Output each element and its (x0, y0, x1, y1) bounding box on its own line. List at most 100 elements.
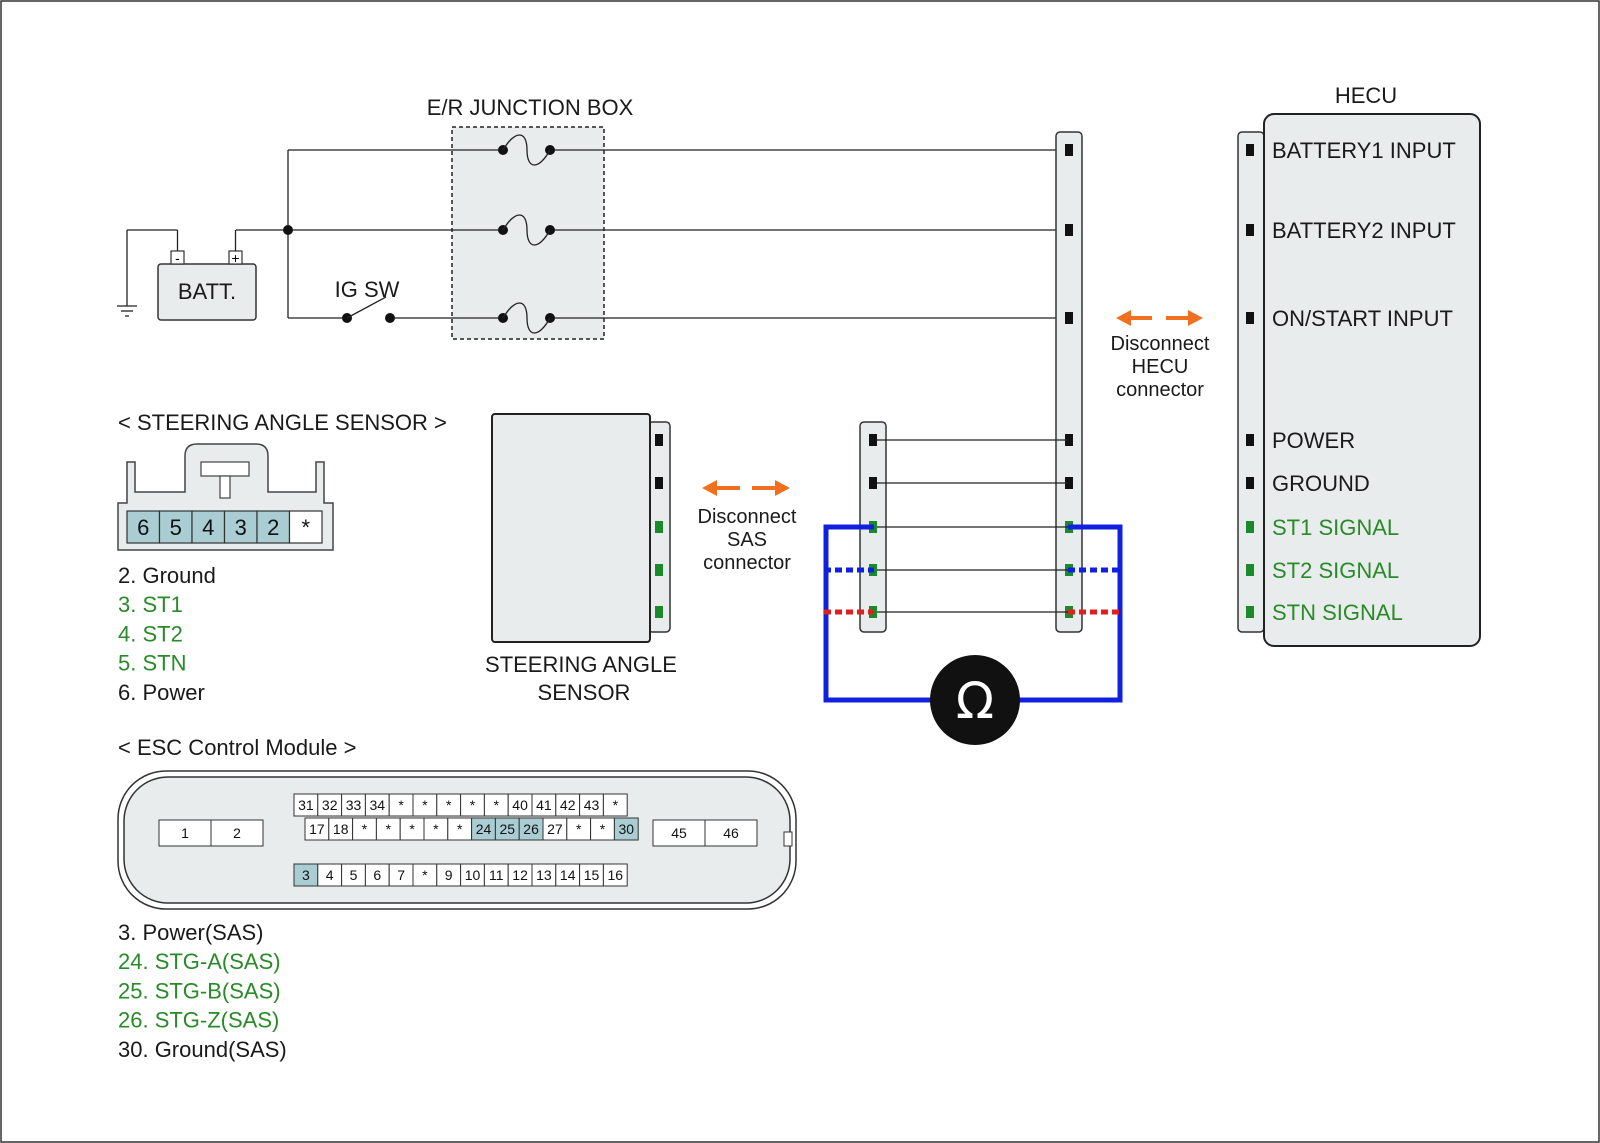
sas-connector-pin (256, 510, 291, 544)
harness-pin-marker (1065, 312, 1073, 324)
esc-pin-label: * (446, 797, 452, 813)
disconnect-hecu-line-3: connector (1116, 379, 1204, 401)
disconnect-sas-line-2: SAS (727, 529, 767, 551)
fuse-1 (498, 134, 555, 166)
esc-pin (602, 793, 628, 817)
esc-pin-label: * (386, 821, 392, 837)
esc-pin-label: 13 (536, 867, 552, 883)
sas-legend-item: 6. Power (118, 680, 205, 705)
disconnect-sas-label: Disconnect SAS connector (698, 506, 797, 574)
sas-block-pin-marker (655, 606, 663, 618)
harness-pin-marker (1065, 434, 1073, 446)
disconnect-sas-arrow (702, 480, 790, 496)
sas-legend-item: 3. ST1 (118, 592, 183, 617)
hecu-pin-label: POWER (1272, 428, 1355, 453)
sas-harness-pin-marker (869, 434, 877, 446)
disconnect-hecu-label: Disconnect HECU connector (1111, 333, 1210, 401)
esc-legend-item: 3. Power(SAS) (118, 920, 264, 945)
esc-legend-item: 24. STG-A(SAS) (118, 949, 281, 974)
esc-pin-label: 14 (560, 867, 576, 883)
junction-box-label: E/R JUNCTION BOX (427, 95, 634, 120)
ohm-symbol: Ω (956, 672, 994, 730)
sas-block-pin-marker (655, 564, 663, 576)
esc-pin-label: * (433, 821, 439, 837)
sas-legend-item: 2. Ground (118, 563, 216, 588)
esc-pin-label: 2 (233, 825, 241, 841)
esc-pin-label: 46 (723, 825, 739, 841)
ground-icon (117, 305, 137, 317)
esc-pin-label: 32 (322, 797, 338, 813)
esc-pin-label: 3 (302, 867, 310, 883)
sas-block-pin-marker (655, 477, 663, 489)
hecu-pin-label: STN SIGNAL (1272, 600, 1403, 625)
hecu-pin-label: ST2 SIGNAL (1272, 558, 1399, 583)
sas-legend-item: 5. STN (118, 651, 186, 676)
esc-pin-label: * (422, 867, 428, 883)
esc-pin-label: 7 (397, 867, 405, 883)
harness-pin-marker (1065, 477, 1073, 489)
esc-pin-label: 31 (298, 797, 314, 813)
sas-connector-pin-label: 4 (202, 515, 214, 540)
esc-pin-label: 5 (350, 867, 358, 883)
sas-connector-title: < STEERING ANGLE SENSOR > (118, 410, 447, 435)
sas-block-pin-marker (655, 434, 663, 446)
esc-pin (210, 819, 264, 847)
esc-pin-label: * (576, 821, 582, 837)
hecu-harness-connector (1055, 131, 1083, 633)
esc-pin-label: 4 (326, 867, 334, 883)
disconnect-hecu-line-1: Disconnect (1111, 333, 1210, 355)
esc-pin-label: 25 (500, 821, 516, 837)
esc-pin-label: 16 (608, 867, 624, 883)
sas-connector-pin (288, 510, 323, 544)
esc-pin-label: * (613, 797, 619, 813)
esc-pin-label: 33 (346, 797, 362, 813)
fuse-3 (498, 302, 555, 334)
disconnect-sas-line-3: connector (703, 552, 791, 574)
battery: - + BATT. (126, 229, 257, 321)
hecu-pin-marker (1246, 564, 1254, 576)
esc-pin-label: 9 (445, 867, 453, 883)
esc-pin-label: 30 (619, 821, 635, 837)
esc-pin-label: * (409, 821, 415, 837)
esc-pin-label: * (362, 821, 368, 837)
esc-pin (704, 819, 758, 847)
esc-pin-label: 41 (536, 797, 552, 813)
esc-pin (602, 863, 628, 887)
esc-pin-label: 15 (584, 867, 600, 883)
ig-switch: IG SW (335, 277, 400, 323)
esc-pin-label: 45 (671, 825, 687, 841)
sas-connector-pin-label: 5 (170, 515, 182, 540)
battery-label: BATT. (178, 279, 236, 304)
ohmmeter-icon: Ω (930, 655, 1020, 745)
hecu-pin-label: ST1 SIGNAL (1272, 515, 1399, 540)
esc-pin-label: 43 (584, 797, 600, 813)
ohmmeter-leads (823, 524, 1123, 703)
hecu-pin-label: GROUND (1272, 471, 1370, 496)
esc-pin-label: 1 (181, 825, 189, 841)
sas-connector-pin-label: 2 (267, 515, 279, 540)
esc-pin-label: 42 (560, 797, 576, 813)
sas-block-label-line-1: STEERING ANGLE (485, 652, 677, 677)
sas-harness-pin-marker (869, 477, 877, 489)
hecu-pin-marker (1246, 144, 1254, 156)
hecu-pin-marker (1246, 521, 1254, 533)
battery-positive-terminal: + (231, 250, 239, 266)
hecu-pin-marker (1246, 312, 1254, 324)
battery-negative-terminal: - (175, 250, 180, 266)
esc-pin (613, 817, 639, 841)
hecu-pin-label: BATTERY1 INPUT (1272, 138, 1456, 163)
sas-connector-pin-label: 3 (235, 515, 247, 540)
esc-pin-label: 26 (523, 821, 539, 837)
ig-switch-label: IG SW (335, 277, 400, 302)
esc-pin-label: * (600, 821, 606, 837)
hecu-pin-label: ON/START INPUT (1272, 306, 1453, 331)
hecu-pin-marker (1246, 434, 1254, 446)
fuse-2 (498, 214, 555, 246)
esc-pin-label: 27 (547, 821, 563, 837)
esc-module-title: < ESC Control Module > (118, 735, 356, 760)
sas-block-pin-marker (655, 521, 663, 533)
